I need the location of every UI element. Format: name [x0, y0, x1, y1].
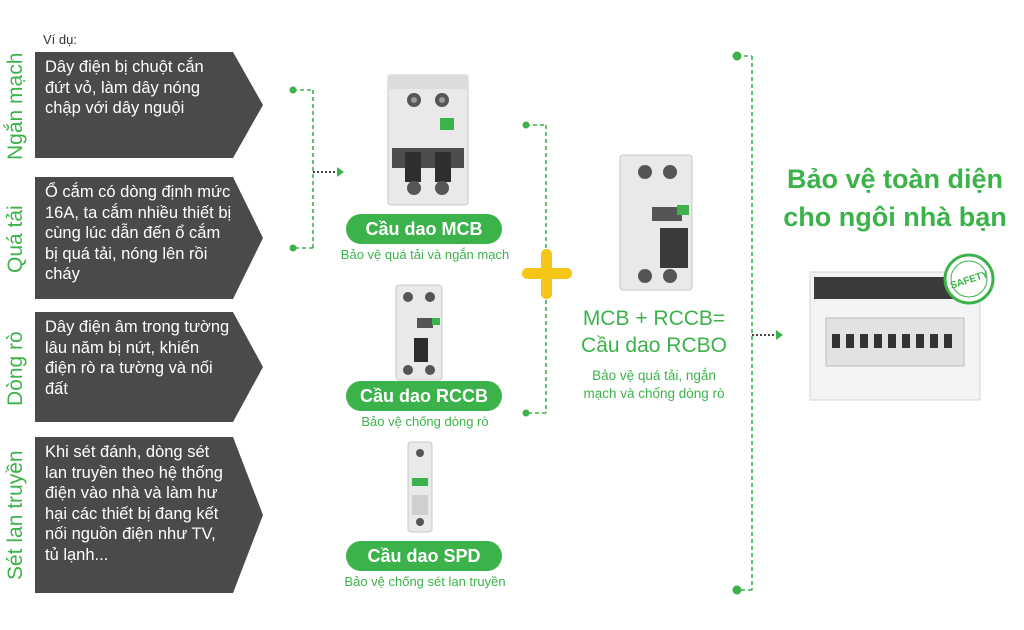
rccb-breaker-image: [395, 284, 443, 381]
example-box-leakage: Dây điện âm trong tường lâu năm bị nứt, …: [35, 312, 263, 422]
rcbo-description: Bảo vệ quá tải, ngắn mạch và chống dòng …: [565, 367, 743, 403]
example-text-lightning: Khi sét đánh, dòng sét lan truyền theo h…: [45, 443, 223, 564]
device-desc-spd: Bảo vệ chống sét lan truyền: [344, 574, 506, 589]
safety-badge-icon: [943, 253, 995, 305]
plus-icon: [522, 249, 572, 299]
example-box-lightning: Khi sét đánh, dòng sét lan truyền theo h…: [35, 437, 263, 593]
spd-breaker-image: [407, 441, 433, 533]
example-box-short-circuit: Dây điện bị chuột cắn đứt vỏ, làm dây nó…: [35, 52, 263, 158]
device-pill-rccb: Cầu dao RCCB: [346, 381, 502, 411]
example-text-overload: Ổ cắm có dòng định mức 16A, ta cắm nhiều…: [45, 183, 232, 283]
device-desc-rccb: Bảo vệ chống dòng rò: [361, 414, 489, 429]
device-pill-mcb: Cầu dao MCB: [346, 214, 502, 244]
rcbo-breaker-image: [619, 154, 693, 291]
conclusion-line2: cho ngôi nhà bạn: [783, 202, 1007, 232]
example-text-short-circuit: Dây điện bị chuột cắn đứt vỏ, làm dây nó…: [45, 58, 204, 117]
rcbo-title-line2: Cầu dao RCBO: [581, 334, 727, 357]
conclusion-title: Bảo vệ toàn diện cho ngôi nhà bạn: [770, 160, 1020, 236]
device-desc-mcb: Bảo vệ quá tải và ngắn mạch: [340, 247, 510, 262]
rcbo-desc-line1: Bảo vệ quá tải, ngắn: [592, 368, 716, 383]
rcbo-title-line1: MCB + RCCB=: [582, 307, 726, 330]
example-label: Ví dụ:: [43, 32, 77, 47]
rcbo-desc-line2: mạch và chống dòng rò: [583, 386, 725, 401]
mcb-breaker-image: [387, 74, 469, 206]
bracket-left: [289, 86, 344, 252]
bracket-right: [732, 51, 783, 595]
example-box-overload: Ổ cắm có dòng định mức 16A, ta cắm nhiều…: [35, 177, 263, 299]
example-text-leakage: Dây điện âm trong tường lâu năm bị nứt, …: [45, 318, 230, 398]
rcbo-title: MCB + RCCB= Cầu dao RCBO: [565, 305, 743, 359]
conclusion-line1: Bảo vệ toàn diện: [786, 164, 1004, 194]
device-pill-spd: Cầu dao SPD: [346, 541, 502, 571]
